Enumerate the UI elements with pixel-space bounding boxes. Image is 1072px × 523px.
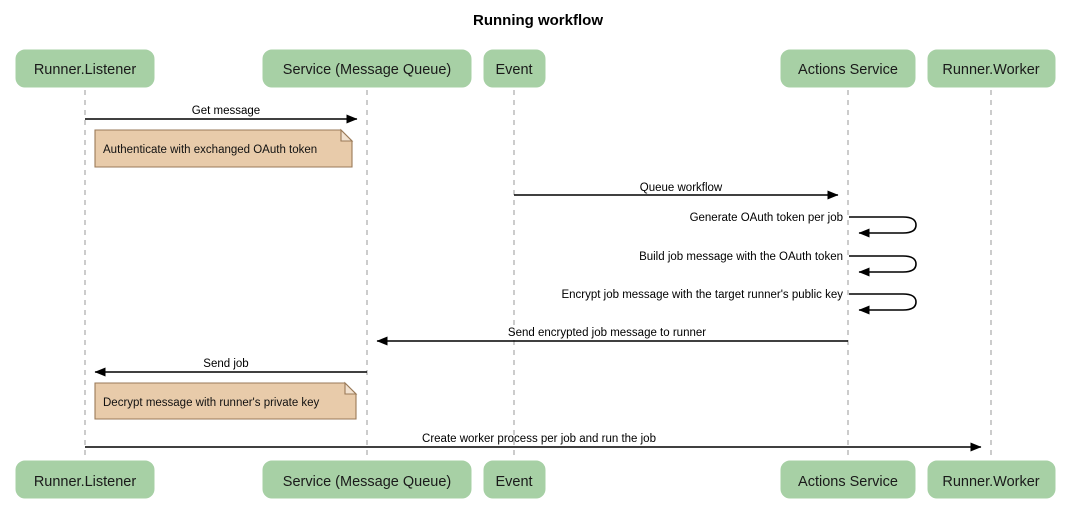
participant-bottom-runner-listener[interactable]: Runner.Listener — [15, 460, 155, 499]
participant-label: Runner.Worker — [942, 474, 1039, 490]
participant-top-actions-service[interactable]: Actions Service — [780, 49, 916, 88]
participant-box[interactable] — [15, 460, 155, 499]
participant-box[interactable] — [780, 49, 916, 88]
message-label: Encrypt job message with the target runn… — [561, 289, 843, 301]
participant-label: Event — [495, 474, 532, 490]
participant-box[interactable] — [927, 460, 1056, 499]
participant-label: Service (Message Queue) — [283, 474, 451, 490]
participant-top-runner-worker[interactable]: Runner.Worker — [927, 49, 1056, 88]
message-send-job[interactable]: Send job — [94, 358, 367, 377]
self-message-loop[interactable] — [849, 255, 917, 277]
note-body — [94, 129, 353, 168]
participant-bottom-runner-worker[interactable]: Runner.Worker — [927, 460, 1056, 499]
message-queue-workflow[interactable]: Queue workflow — [514, 182, 839, 200]
message-generate-oauth-token[interactable]: Generate OAuth token per job — [690, 212, 917, 238]
message-label: Send job — [203, 358, 248, 370]
message-label: Create worker process per job and run th… — [422, 433, 656, 445]
participant-label: Runner.Worker — [942, 62, 1039, 78]
note-label: Authenticate with exchanged OAuth token — [103, 144, 317, 156]
participant-box[interactable] — [483, 460, 546, 499]
participant-label: Actions Service — [798, 474, 898, 490]
participant-label: Runner.Listener — [34, 474, 137, 490]
message-label: Generate OAuth token per job — [690, 212, 843, 224]
message-label: Send encrypted job message to runner — [508, 327, 706, 339]
participant-label: Runner.Listener — [34, 62, 137, 78]
message-send-encrypted-job-message[interactable]: Send encrypted job message to runner — [376, 327, 848, 346]
participant-top-event[interactable]: Event — [483, 49, 546, 88]
participant-bottom-actions-service[interactable]: Actions Service — [780, 460, 916, 499]
participant-box[interactable] — [262, 49, 472, 88]
self-message-loop[interactable] — [849, 293, 917, 315]
participant-bottom-event[interactable]: Event — [483, 460, 546, 499]
page-title: Running workflow — [473, 12, 603, 29]
participant-label: Actions Service — [798, 62, 898, 78]
message-label: Build job message with the OAuth token — [639, 251, 843, 263]
message-encrypt-job-message[interactable]: Encrypt job message with the target runn… — [561, 289, 917, 315]
message-label: Queue workflow — [640, 182, 723, 194]
self-message-loop[interactable] — [849, 216, 917, 238]
participant-box[interactable] — [483, 49, 546, 88]
note-decrypt: Decrypt message with runner's private ke… — [94, 381, 358, 420]
participant-box[interactable] — [927, 49, 1056, 88]
note-fold-corner — [340, 128, 354, 142]
note-authenticate: Authenticate with exchanged OAuth token — [94, 128, 354, 168]
participant-bottom-service-message-queue[interactable]: Service (Message Queue) — [262, 460, 472, 499]
message-label: Get message — [192, 105, 260, 117]
message-create-worker-process[interactable]: Create worker process per job and run th… — [85, 433, 982, 452]
participant-box[interactable] — [780, 460, 916, 499]
participant-label: Event — [495, 62, 532, 78]
note-body — [94, 382, 357, 420]
note-fold-corner — [344, 381, 358, 395]
participant-box[interactable] — [15, 49, 155, 88]
participant-box[interactable] — [262, 460, 472, 499]
message-get-message[interactable]: Get message — [85, 105, 358, 124]
participant-top-service-message-queue[interactable]: Service (Message Queue) — [262, 49, 472, 88]
note-label: Decrypt message with runner's private ke… — [103, 397, 320, 409]
message-build-job-message[interactable]: Build job message with the OAuth token — [639, 251, 917, 277]
participant-top-runner-listener[interactable]: Runner.Listener — [15, 49, 155, 88]
participant-label: Service (Message Queue) — [283, 62, 451, 78]
